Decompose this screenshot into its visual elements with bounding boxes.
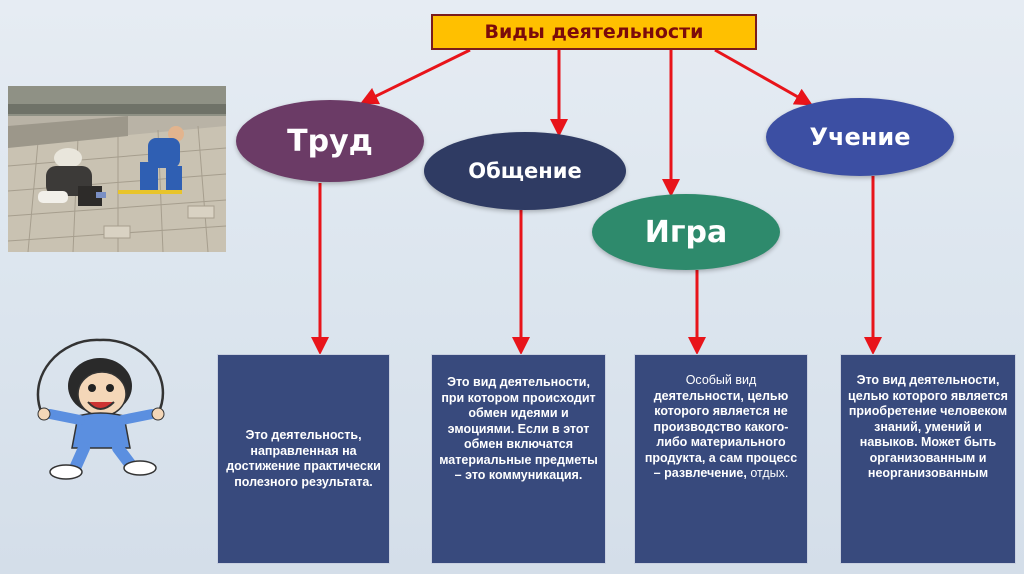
card-uchenie: Это вид деятельности, целью которого явл… <box>840 354 1016 564</box>
node-obshenie: Общение <box>424 132 626 210</box>
child-jumping-rope-clipart <box>20 336 180 484</box>
card-igra-main: деятельности, целью которого является не… <box>644 388 798 481</box>
card-igra-lead: Особый вид <box>685 373 757 387</box>
card-igra: Особый вид деятельности, целью которого … <box>634 354 808 564</box>
node-igra: Игра <box>592 194 780 270</box>
card-uchenie-text: Это вид деятельности, целью которого явл… <box>848 373 1008 480</box>
card-trud-text: Это деятельность, направленная на достиж… <box>226 428 381 489</box>
card-obshenie: Это вид деятельности, при котором происх… <box>431 354 606 564</box>
card-trud: Это деятельность, направленная на достиж… <box>217 354 390 564</box>
arrow-title-to-trud <box>359 48 471 105</box>
node-trud: Труд <box>236 100 424 182</box>
card-obshenie-text: Это вид деятельности, при котором происх… <box>439 375 598 482</box>
card-igra-text: Особый вид деятельности, целью которого … <box>641 373 801 482</box>
diagram-title: Виды деятельности <box>431 14 757 50</box>
arrow-title-to-uchenie <box>714 48 813 106</box>
workers-photo <box>8 86 226 252</box>
node-uchenie: Учение <box>766 98 954 176</box>
card-igra-tail: отдых. <box>750 466 789 480</box>
